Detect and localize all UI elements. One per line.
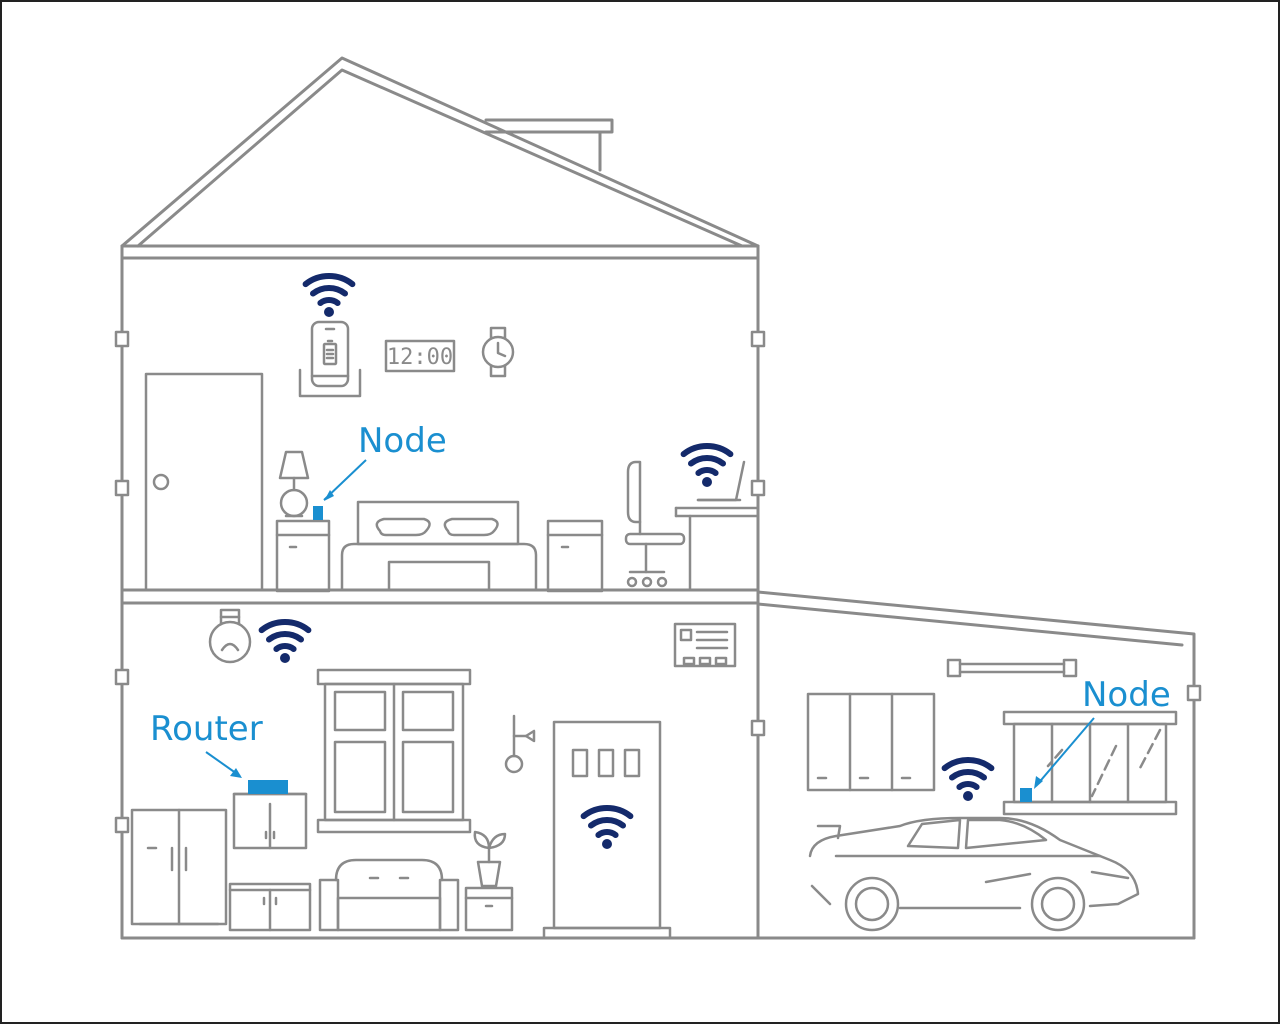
wall-rack: [946, 658, 1078, 678]
lamp-icon: [278, 450, 310, 518]
wifi-dot: [702, 477, 712, 487]
node-label-garage: Node: [1082, 675, 1171, 715]
wifi-arc: [273, 643, 297, 652]
wall-tab: [114, 668, 130, 686]
router-label: Router: [150, 709, 263, 749]
wifi-arc: [595, 829, 619, 838]
arrowhead: [324, 490, 334, 501]
garage-roof-inner: [756, 602, 1184, 647]
living-room: [130, 608, 737, 940]
laptop-icon: [696, 460, 746, 502]
wifi-arc: [695, 467, 719, 476]
node-label-bedroom: Node: [358, 421, 447, 461]
roof-inner: [136, 68, 744, 248]
nightstand: [275, 519, 331, 593]
light-bulb-icon: [208, 608, 252, 664]
wall-tab: [750, 330, 766, 348]
wifi-icon: [580, 805, 634, 849]
wall-tab: [114, 330, 130, 348]
wall-tab: [750, 719, 766, 737]
mesh-devices: Node Router Node: [150, 421, 1171, 802]
node-device-garage: [1020, 788, 1032, 802]
wifi-arc: [258, 619, 312, 634]
door-knob: [152, 473, 170, 491]
low-cabinet: [228, 882, 312, 932]
wifi-arc: [310, 285, 348, 297]
garage-roof-outer: [756, 590, 1196, 940]
wifi-arc: [580, 805, 634, 820]
desk-chair: [624, 460, 686, 588]
car-icon: [808, 816, 1140, 932]
wall-tab: [750, 479, 766, 497]
desk: [674, 506, 760, 592]
wifi-icon: [302, 273, 356, 317]
bedroom: 12:00: [144, 320, 760, 593]
wifi-arc: [949, 769, 987, 781]
arrowhead: [1034, 776, 1043, 789]
house-structure: [114, 56, 1202, 940]
wall-switch: [504, 714, 536, 774]
bed: [340, 500, 538, 592]
roof-outer: [120, 56, 760, 248]
watch-icon: [481, 326, 515, 378]
wifi-arc: [956, 781, 980, 790]
wifi-arc: [680, 443, 734, 458]
wifi-arc: [588, 817, 626, 829]
front-door: [542, 720, 672, 940]
living-room-window: [316, 668, 472, 834]
arrowhead: [230, 768, 242, 778]
wall-tab: [1186, 684, 1202, 702]
wifi-arc: [302, 273, 356, 288]
node-device-bedroom: [313, 506, 323, 520]
smartphone-icon: [298, 320, 362, 398]
router-device: [248, 780, 288, 794]
node-pointer-garage: [1035, 717, 1095, 787]
wifi-icon: [258, 619, 312, 663]
wifi-icon: [941, 757, 995, 801]
wifi-arc: [941, 757, 995, 772]
wall-cabinet: [232, 792, 308, 850]
dresser: [546, 519, 604, 593]
side-table: [464, 886, 514, 932]
wifi-dot: [602, 839, 612, 849]
thermostat-icon: [673, 622, 737, 668]
sofa: [318, 858, 460, 932]
digital-clock-icon: 12:00: [384, 339, 456, 373]
wall-tab: [114, 479, 130, 497]
wifi-dot: [963, 791, 973, 801]
clock-display: 12:00: [387, 345, 453, 370]
lockers: [806, 692, 936, 792]
wardrobe: [130, 808, 228, 926]
wifi-arc: [688, 455, 726, 467]
battery-icon: [322, 339, 338, 366]
wifi-dot: [324, 307, 334, 317]
wifi-dot: [280, 653, 290, 663]
wifi-signals: [258, 273, 995, 849]
wifi-arc: [317, 297, 341, 306]
wifi-icon: [680, 443, 734, 487]
plant-icon: [473, 830, 507, 888]
chimney: [484, 118, 614, 172]
wifi-arc: [266, 631, 304, 643]
bedroom-door: [144, 372, 264, 592]
wall-tab: [114, 816, 130, 834]
